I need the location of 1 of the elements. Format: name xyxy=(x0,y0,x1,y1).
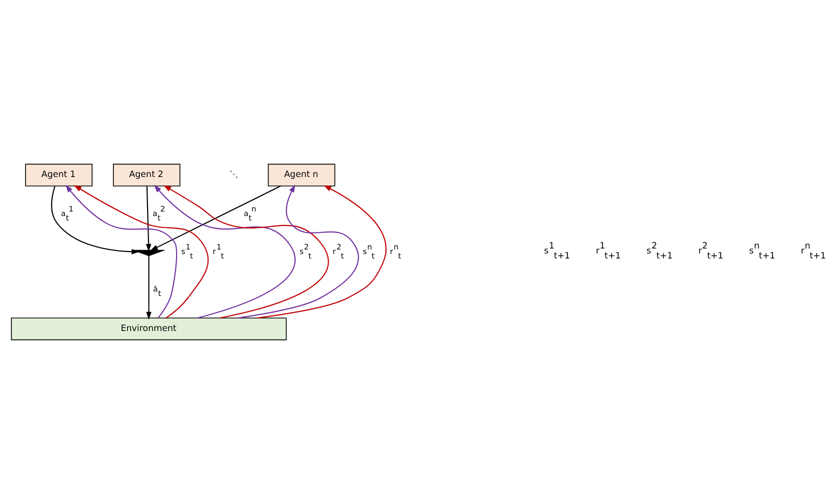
label: ⋱ xyxy=(229,170,238,180)
